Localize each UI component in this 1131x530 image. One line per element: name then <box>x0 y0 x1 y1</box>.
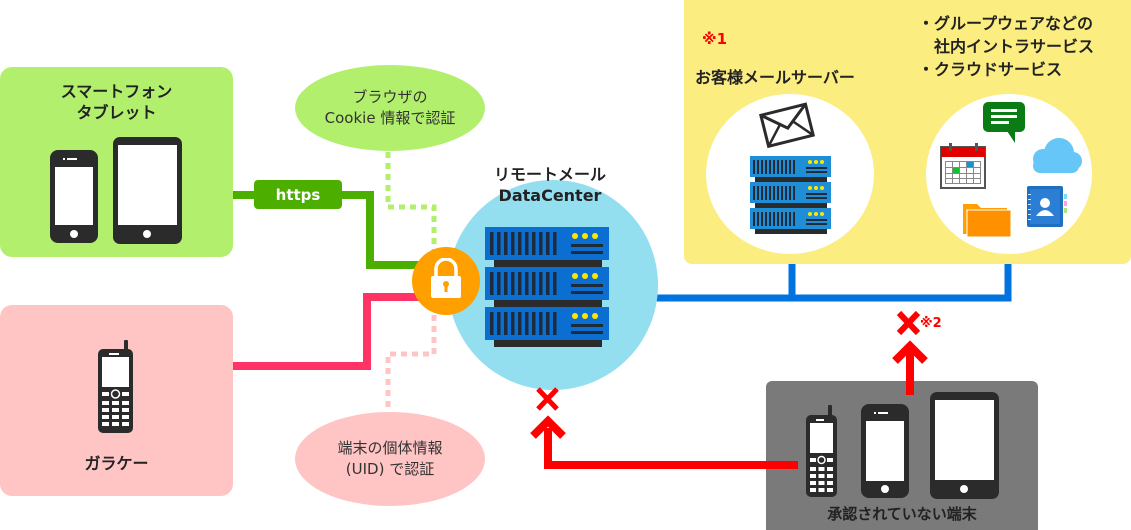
note-2: ※2 <box>920 316 942 331</box>
unauthorized-devices-title: 承認されていない端末 <box>827 505 977 523</box>
cookie-auth-dotted-line <box>385 152 437 255</box>
blocked-x-mark-datacenter <box>536 387 559 411</box>
feature-phone-title: ガラケー <box>84 454 149 473</box>
folder-icon <box>963 204 1012 238</box>
lock-icon <box>431 258 461 298</box>
cloud-icon <box>1033 138 1082 173</box>
title-line: リモートメール <box>493 165 606 184</box>
unauthorized-tablet-icon <box>930 392 999 499</box>
envelope-icon <box>759 102 816 149</box>
smartphone-tablet-title: スマートフォン タブレット <box>0 81 233 123</box>
uid-auth-dotted-line <box>385 315 437 410</box>
chat-icon <box>983 102 1025 143</box>
feature-phone-box: ガラケー <box>0 305 233 496</box>
https-label: https <box>254 180 342 209</box>
server-rack-icon <box>485 227 609 347</box>
unauthorized-feature-phone-icon <box>806 405 837 497</box>
mail-server-title: お客様メールサーバー <box>695 68 855 87</box>
datacenter-title: リモートメール DataCenter <box>470 164 630 206</box>
note-1: ※1 <box>702 30 728 48</box>
services-line: ・グループウェアなどの <box>918 14 1094 33</box>
services-line: ・クラウドサービス <box>918 60 1063 79</box>
bubble-line: 端末の個体情報 <box>337 439 443 457</box>
bubble-line: Cookie 情報で認証 <box>324 109 456 127</box>
smartphone-tablet-box: スマートフォン タブレット <box>0 67 233 257</box>
cookie-auth-bubble: ブラウザの Cookie 情報で認証 <box>295 65 485 151</box>
tablet-icon <box>113 137 182 244</box>
https-text: https <box>275 185 321 204</box>
bubble-line: (UID) で認証 <box>345 460 435 478</box>
feature-phone-connection-line <box>205 293 430 370</box>
blocked-arrow-to-datacenter <box>544 428 798 469</box>
blocked-arrow-head-left <box>530 415 566 439</box>
title-line: スマートフォン <box>60 82 173 101</box>
services-title: ・グループウェアなどの 社内イントラサービス ・クラウドサービス <box>918 12 1128 81</box>
blocked-x-mark-servers <box>896 310 921 336</box>
bubble-line: ブラウザの <box>352 88 428 106</box>
title-line: タブレット <box>76 103 157 122</box>
uid-auth-bubble: 端末の個体情報 (UID) で認証 <box>295 412 485 506</box>
blocked-arrow-head-up <box>892 340 928 364</box>
unauthorized-smartphone-icon <box>861 404 909 498</box>
server-network-line <box>655 252 1012 302</box>
calendar-icon <box>940 143 986 189</box>
smartphone-icon <box>50 150 98 243</box>
feature-phone-icon <box>98 340 133 433</box>
title-line: DataCenter <box>498 186 602 205</box>
address-book-icon <box>1027 186 1067 227</box>
services-line: 社内イントラサービス <box>918 37 1095 56</box>
mail-server-icon <box>750 156 831 234</box>
